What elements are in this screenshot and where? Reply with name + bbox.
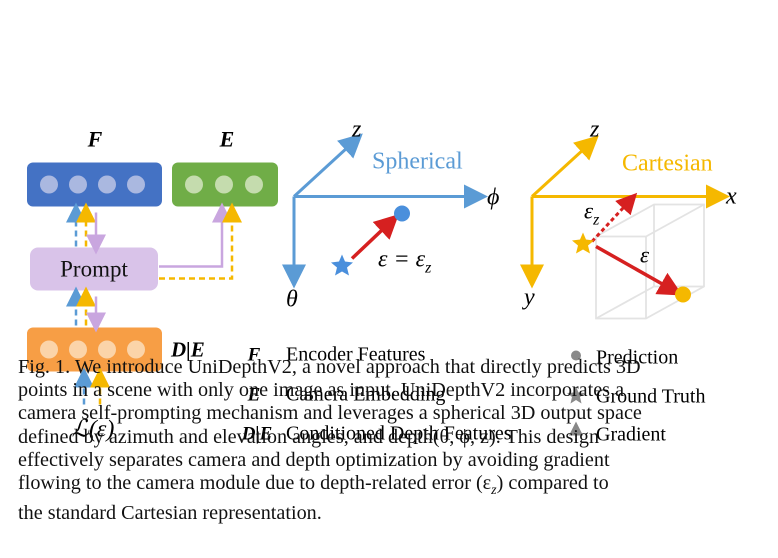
cartesian-eps: ε: [640, 243, 650, 268]
legend-DE-text: Conditioned Depth Features: [286, 423, 512, 445]
figure-caption: Fig. 1. We introduce UniDepthV2, a novel…: [18, 356, 768, 525]
label-E: E: [219, 127, 235, 152]
cartesian-eps-z: εz: [584, 199, 600, 229]
spherical-error-arrow: [350, 214, 399, 260]
camera-embedding-block: [172, 162, 278, 207]
legend-left: F Encoder Features E Camera Embedding D|…: [241, 344, 512, 445]
cartesian-title: Cartesian: [622, 151, 713, 177]
spherical-axis-z: z: [351, 117, 362, 143]
caption-line: flowing to the camera module due to dept…: [18, 472, 609, 499]
spherical-title: Spherical: [372, 149, 463, 175]
caption-line: defined by azimuth and elevation angles,…: [18, 425, 600, 448]
caption-line: points in a scene with only one image as…: [18, 379, 625, 402]
arrows-loss-to-depth: [74, 367, 110, 405]
arrows-depth-to-prompt: [66, 286, 106, 333]
spherical-axis-theta: θ: [286, 287, 298, 313]
label-DE: D|E: [170, 338, 205, 362]
legend-F-symbol: F: [247, 345, 261, 366]
prompt-block: [30, 247, 158, 291]
cartesian-axis-z: z: [589, 117, 600, 143]
caption-line: effectively separates camera and depth o…: [18, 448, 610, 471]
spherical-prediction-dot: [394, 205, 410, 222]
encoder-features-block: [27, 162, 162, 207]
arrows-prompt-to-camera: [159, 202, 242, 280]
cartesian-ground-truth-star: [572, 232, 594, 254]
spherical-equation: ε = εz: [378, 247, 432, 277]
prompt-label: Prompt: [60, 257, 128, 282]
label-F: F: [87, 127, 103, 152]
legend-gradient-text: Gradient: [596, 424, 666, 446]
caption-line: camera self-prompting mechanism and leve…: [18, 402, 642, 425]
legend-DE-symbol: D|E: [241, 424, 273, 445]
spherical-axis-phi: ϕ: [487, 185, 499, 211]
depth-features-block: [27, 327, 162, 372]
legend-prediction-icon: [571, 350, 581, 361]
caption-line: the standard Cartesian representation.: [18, 502, 322, 525]
legend-E-symbol: E: [247, 385, 261, 406]
legend-right: Prediction Ground Truth Gradient: [567, 347, 705, 446]
spherical-axes: [282, 133, 488, 289]
cartesian-error-arrows: [590, 192, 683, 296]
arrows-prompt-to-encoder: [66, 202, 106, 255]
cartesian-box: [595, 203, 705, 320]
legend-ground-truth-text: Ground Truth: [596, 386, 705, 408]
caption-line: Fig. 1. We introduce UniDepthV2, a novel…: [18, 356, 641, 378]
loss-label: ℒ(ε): [72, 417, 115, 443]
legend-prediction-text: Prediction: [596, 347, 678, 369]
legend-E-text: Camera Embedding: [286, 384, 445, 406]
cartesian-axis-y: y: [522, 285, 535, 311]
cartesian-prediction-dot: [675, 286, 691, 303]
legend-ground-truth-icon: [567, 386, 585, 404]
legend-F-text: Encoder Features: [286, 344, 426, 366]
cartesian-axis-x: x: [725, 184, 737, 210]
spherical-ground-truth-star: [331, 254, 353, 276]
